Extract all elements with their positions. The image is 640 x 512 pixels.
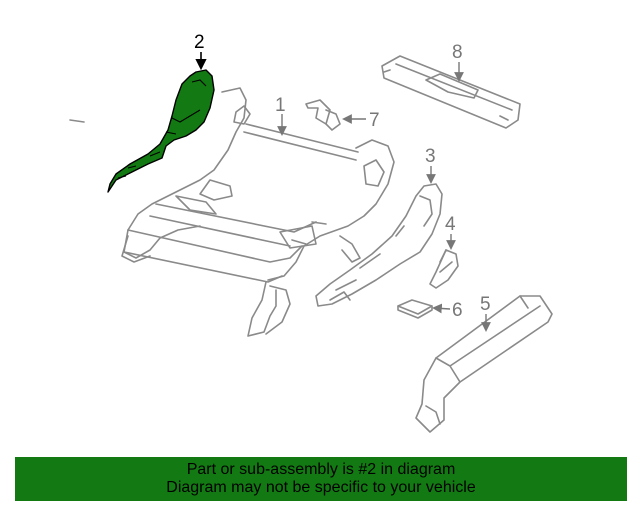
callout-1: 1 — [275, 95, 286, 116]
part-1-seat-frame[interactable] — [69, 87, 395, 337]
part-4-bracket[interactable] — [429, 249, 459, 289]
callout-3: 3 — [425, 146, 436, 167]
part-2-seat-shield[interactable] — [107, 69, 215, 193]
part-5-inner-cover[interactable] — [415, 295, 553, 433]
footer-line-2: Diagram may not be specific to your vehi… — [166, 479, 476, 496]
callout-8: 8 — [452, 42, 463, 63]
part-8-crossbar[interactable] — [381, 55, 521, 129]
footer-banner: Part or sub-assembly is #2 in diagram Di… — [15, 457, 627, 501]
callout-5: 5 — [480, 294, 491, 315]
part-3-track-cover[interactable] — [315, 183, 443, 307]
callout-2: 2 — [194, 32, 205, 53]
callout-7: 7 — [369, 110, 380, 131]
footer-line-1: Part or sub-assembly is #2 in diagram — [186, 461, 456, 478]
callout-6: 6 — [452, 300, 463, 321]
leader-6 — [432, 303, 451, 314]
part-7-clip[interactable] — [305, 99, 341, 131]
callout-4: 4 — [445, 214, 456, 235]
part-6-pad[interactable] — [397, 299, 433, 319]
